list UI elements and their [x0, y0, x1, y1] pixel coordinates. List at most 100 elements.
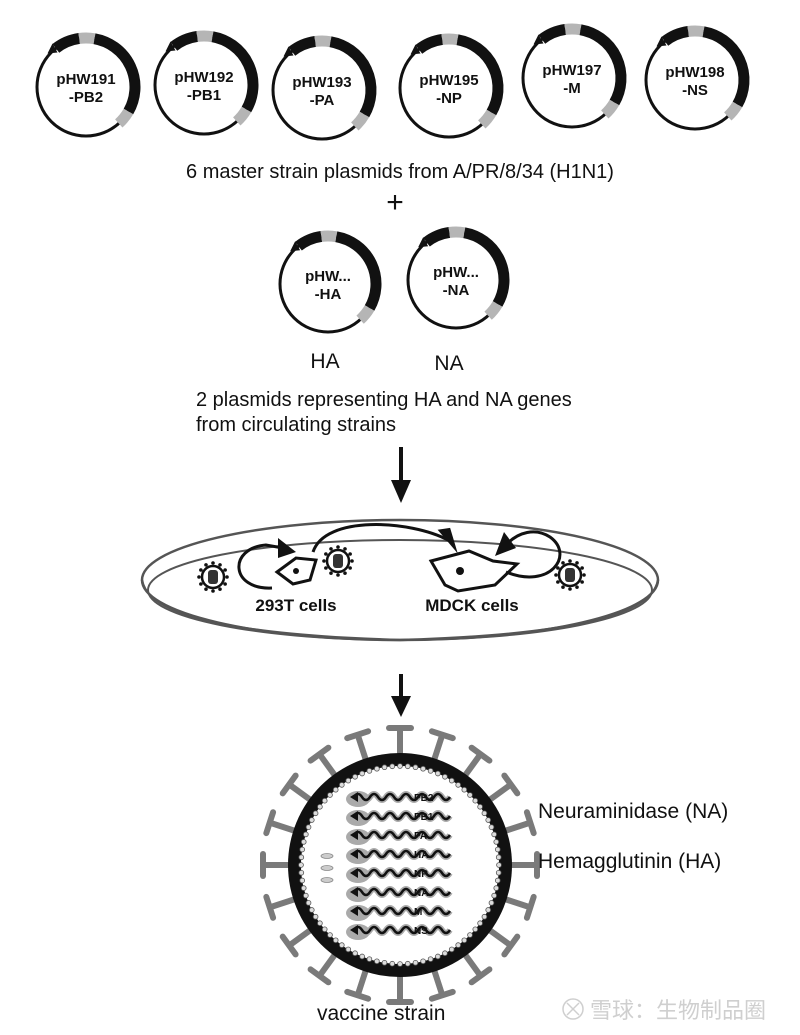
gene-insert-segment	[329, 36, 377, 118]
segment-label: NP	[414, 869, 428, 880]
polymerase-icon	[350, 792, 358, 802]
marker-segment-bottom	[477, 109, 497, 129]
hemagglutinin-label: Hemagglutinin (HA)	[538, 850, 721, 873]
gene-insert-segment	[463, 227, 510, 307]
ha-spike	[307, 744, 341, 782]
plasmid-gene: -M	[563, 80, 581, 97]
marker-segment-bottom	[114, 108, 134, 128]
plasmid-gene: -PB1	[187, 87, 221, 104]
plasmid-gene: -HA	[315, 286, 342, 303]
polymerase-icon	[350, 811, 358, 821]
ha-spike	[459, 948, 493, 986]
loop-arrow-293t	[237, 538, 296, 590]
rna-segment-pb2: PB2	[346, 791, 453, 807]
rna-segment-np: NP	[346, 867, 453, 883]
master-plasmids-caption: 6 master strain plasmids from A/PR/8/34 …	[186, 161, 614, 183]
marker-segment-top	[320, 230, 338, 243]
watermark: 雪球：生物制品圈	[562, 998, 766, 1024]
down-arrow-2	[391, 674, 411, 717]
direction-arrow-icon	[418, 237, 429, 248]
plasmid-gene: -NA	[443, 282, 470, 299]
direction-arrow-icon	[410, 44, 421, 55]
plasmid-gene: -NS	[682, 82, 708, 99]
master-plasmid-pa: pHW193-PA	[271, 35, 377, 141]
polymerase-icon	[350, 830, 358, 840]
rna-segment-ha: HA	[346, 848, 453, 864]
na-spike	[279, 772, 317, 806]
promoter-segment	[295, 231, 323, 251]
gene-insert-segment	[211, 31, 259, 113]
plasmid-gene: -NP	[436, 90, 462, 107]
promoter-segment	[52, 33, 81, 53]
na-spike	[483, 772, 521, 806]
variable-plasmids-caption-line1: 2 plasmids representing HA and NA genes	[196, 389, 572, 411]
plasmid-name: pHW197	[542, 62, 601, 79]
direction-arrow-icon	[283, 46, 294, 57]
direction-arrow-icon	[47, 43, 58, 54]
polymerase-icon	[350, 887, 358, 897]
marker-segment-top	[448, 226, 466, 239]
master-plasmid-row: pHW191-PB2pHW192-PB1pHW193-PApHW195-NPpH…	[35, 23, 750, 141]
polymerase-icon	[350, 849, 358, 859]
na-spike	[279, 924, 317, 958]
ha-spike	[307, 948, 341, 986]
plasmid-name: pHW...	[433, 264, 479, 281]
segment-label: PA	[414, 831, 427, 842]
watermark-text: 雪球：生物制品圈	[590, 999, 766, 1024]
marker-segment-top	[564, 23, 582, 36]
marker-segment-bottom	[232, 106, 252, 126]
loop-arrow-mdck	[495, 530, 562, 579]
promoter-segment	[661, 26, 690, 46]
nep-protein-icon	[320, 853, 334, 859]
promoter-segment	[415, 34, 444, 54]
promoter-segment	[288, 36, 317, 56]
gene-insert-segment	[93, 33, 141, 115]
marker-segment-top	[78, 32, 96, 45]
segment-label: NA	[414, 888, 428, 899]
segment-label: PB2	[414, 793, 434, 804]
ha-spike	[459, 744, 493, 782]
nep-protein-icon	[320, 877, 334, 883]
watermark-logo-icon	[562, 998, 584, 1020]
down-arrow-1	[391, 447, 411, 503]
virus-particle-icon	[197, 561, 229, 593]
polymerase-icon	[350, 925, 358, 935]
rna-segment-pb1: PB1	[346, 810, 453, 826]
marker-segment-top	[441, 33, 459, 46]
plasmid-name: pHW193	[292, 74, 351, 91]
promoter-segment	[538, 24, 567, 44]
marker-segment-top	[687, 25, 705, 38]
293t-cell	[274, 556, 318, 586]
segment-label: M	[414, 907, 422, 918]
promoter-segment	[170, 31, 199, 51]
nep-protein-icon	[320, 865, 334, 871]
master-plasmid-m: pHW197-M	[521, 23, 627, 129]
plasmid-gene: -PB2	[69, 89, 103, 106]
virus-particle-icon	[322, 545, 354, 577]
direction-arrow-icon	[165, 41, 176, 52]
polymerase-icon	[350, 906, 358, 916]
gene-insert-segment	[456, 34, 504, 116]
mdck-cell	[428, 549, 521, 593]
petri-dish	[140, 518, 660, 642]
variable-plasmid-na: pHW...-NA	[406, 226, 510, 330]
direction-arrow-icon	[533, 34, 544, 45]
plus-sign: +	[386, 186, 404, 219]
promoter-segment	[423, 227, 451, 247]
segment-label: NS	[414, 926, 428, 937]
vaccine-strain-label: vaccine strain	[317, 1002, 445, 1025]
rna-segment-pa: PA	[346, 829, 453, 845]
direction-arrow-icon	[656, 36, 667, 47]
plasmid-name: pHW198	[665, 64, 724, 81]
master-plasmid-pb2: pHW191-PB2	[35, 32, 141, 138]
ha-label: HA	[310, 350, 339, 373]
plasmid-name: pHW195	[419, 72, 478, 89]
segment-label: HA	[414, 850, 428, 861]
rna-segment-ns: NS	[346, 924, 453, 940]
marker-segment-bottom	[356, 305, 375, 324]
variable-plasmid-ha: pHW...-HA	[278, 230, 382, 334]
na-label: NA	[434, 352, 463, 375]
marker-segment-bottom	[723, 101, 743, 121]
marker-segment-top	[196, 30, 214, 43]
